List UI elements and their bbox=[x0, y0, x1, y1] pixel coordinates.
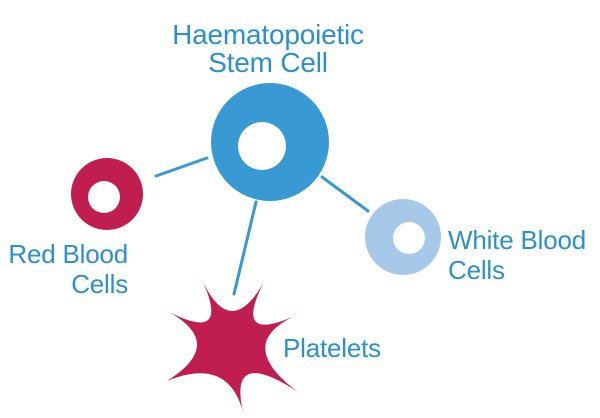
connector-stem-to-wbc bbox=[320, 175, 370, 213]
white-blood-cell-nucleus bbox=[393, 222, 425, 254]
platelets-label: Platelets bbox=[283, 333, 381, 363]
connector-stem-to-platelets bbox=[232, 200, 258, 296]
stem-cell-nucleus bbox=[238, 122, 286, 170]
stem-cell-label: Haematopoietic Stem Cell bbox=[172, 19, 364, 78]
platelet-shape bbox=[167, 282, 299, 412]
connector-stem-to-rbc bbox=[154, 156, 209, 178]
red-blood-cell-nucleus bbox=[88, 181, 120, 213]
white-blood-cells-label: White Blood Cells bbox=[448, 225, 586, 285]
red-blood-cells-label: Red Blood Cells bbox=[8, 239, 128, 299]
